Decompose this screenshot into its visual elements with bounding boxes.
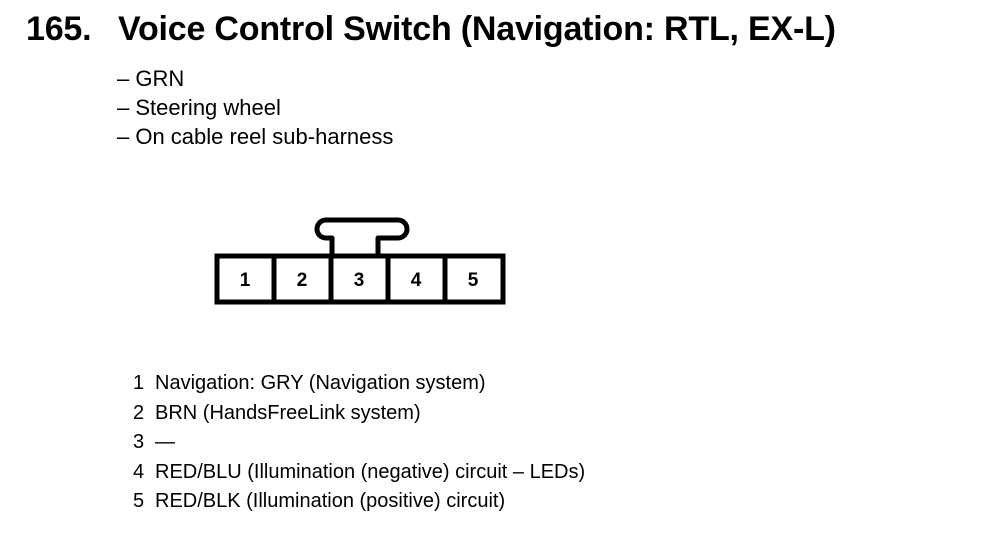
title-number: 165. bbox=[26, 10, 92, 48]
pin-row: 5 RED/BLK (Illumination (positive) circui… bbox=[133, 487, 585, 517]
connector-diagram: 1 2 3 4 5 bbox=[200, 200, 520, 315]
connector-color: – GRN bbox=[117, 66, 185, 91]
terminal-label: 2 bbox=[297, 270, 308, 291]
pin-row: 1 Navigation: GRY (Navigation system) bbox=[133, 369, 585, 399]
pin-description: BRN (HandsFreeLink system) bbox=[155, 401, 421, 424]
connector-info-list: – GRN – Steering wheel – On cable reel s… bbox=[117, 64, 393, 151]
pin-number: 1 bbox=[133, 372, 145, 394]
diagram-title: 165. Voice Control Switch (Navigation: RT… bbox=[26, 10, 836, 49]
pin-description: RED/BLU (Illumination (negative) circuit… bbox=[155, 460, 586, 483]
connector-face-drawing: 1 2 3 4 5 bbox=[214, 217, 506, 305]
pin-row: 2 BRN (HandsFreeLink system) bbox=[133, 399, 585, 429]
pin-number: 3 bbox=[133, 431, 145, 453]
pin-row: 4 RED/BLU (Illumination (negative) circui… bbox=[133, 458, 585, 488]
connector-housing bbox=[214, 253, 506, 305]
terminal-label: 5 bbox=[468, 270, 479, 291]
pin-number: 5 bbox=[133, 490, 145, 512]
pinout-list: 1 Navigation: GRY (Navigation system) 2 BR… bbox=[133, 369, 585, 517]
terminal-label: 1 bbox=[240, 270, 251, 291]
pin-description: — bbox=[155, 431, 175, 453]
pin-number: 2 bbox=[133, 401, 145, 424]
terminal-label: 4 bbox=[411, 270, 422, 291]
pin-description: RED/BLK (Illumination (positive) circuit… bbox=[155, 490, 506, 512]
connector-lock-tab bbox=[314, 217, 410, 254]
terminal-label: 3 bbox=[354, 270, 365, 291]
pin-row: 3— bbox=[133, 428, 585, 458]
title-text: Voice Control Switch (Navigation: RTL, E… bbox=[118, 10, 836, 48]
connector-location: – Steering wheel bbox=[117, 95, 281, 120]
pin-number: 4 bbox=[133, 460, 145, 483]
connector-harness: – On cable reel sub-harness bbox=[117, 124, 394, 149]
pin-description: Navigation: GRY (Navigation system) bbox=[155, 372, 486, 394]
